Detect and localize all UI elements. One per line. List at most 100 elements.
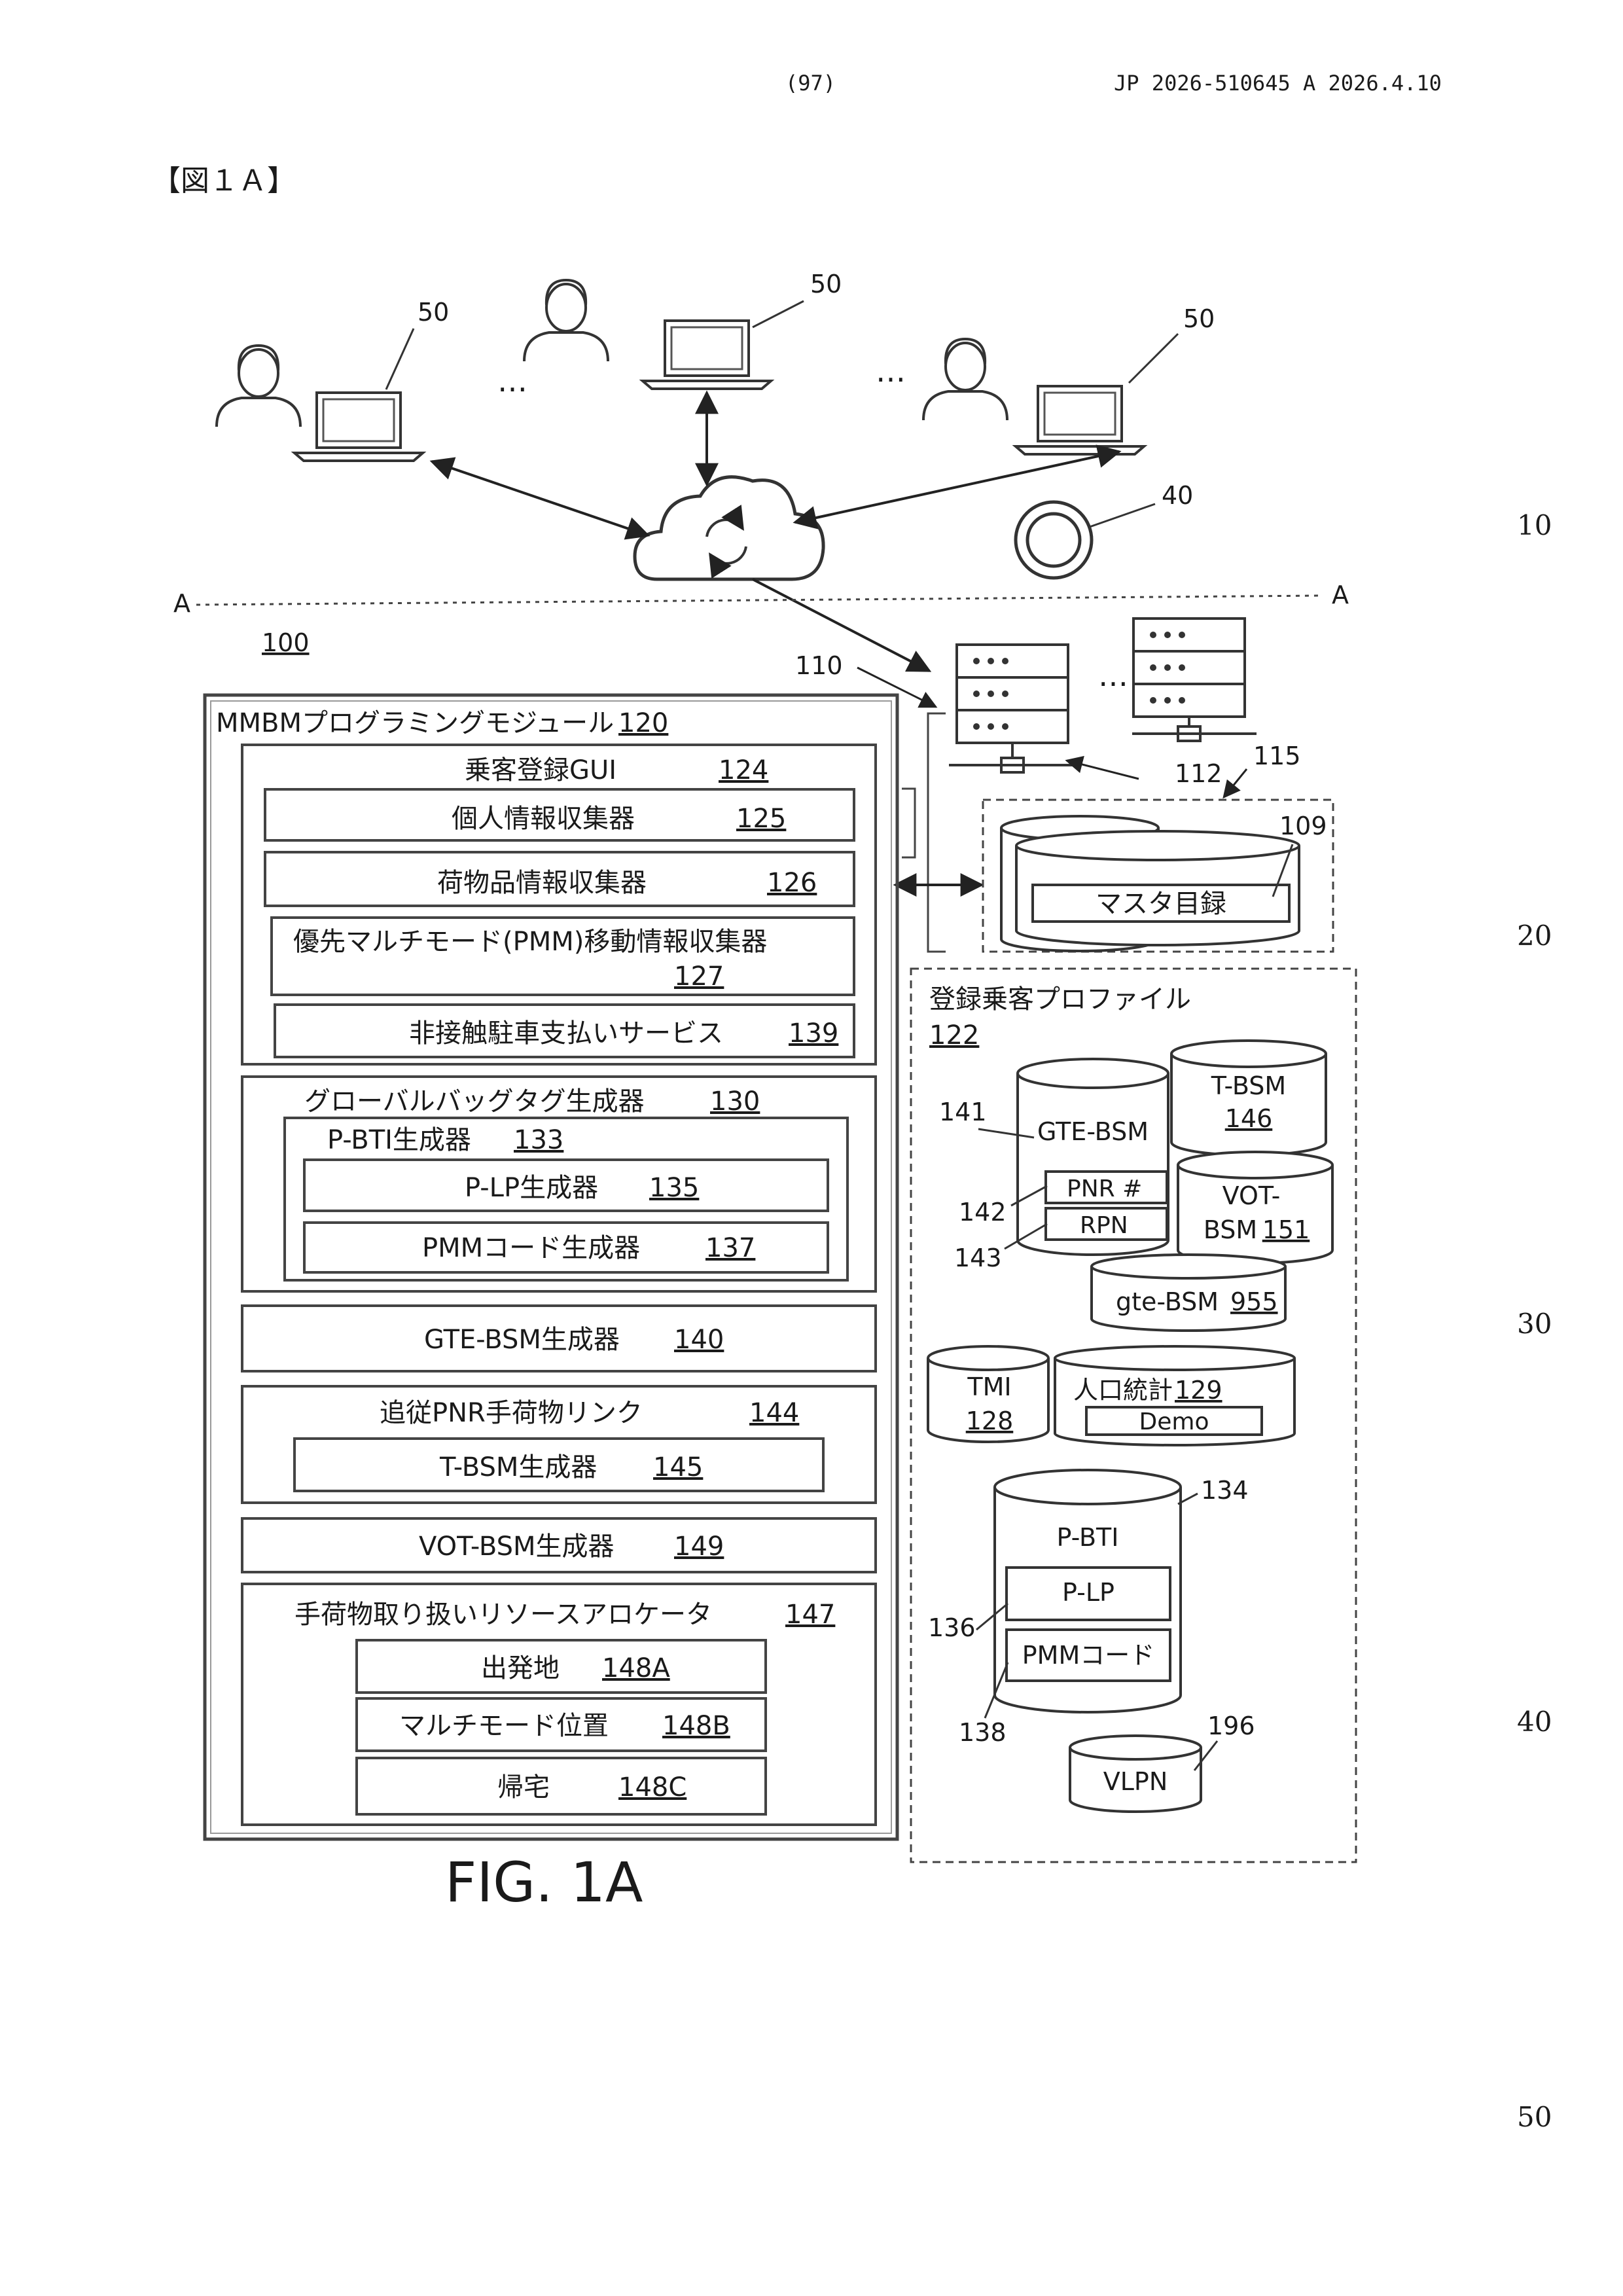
ref-122: 122 xyxy=(929,1020,979,1050)
laptop-icon xyxy=(294,393,423,461)
ref-196: 196 xyxy=(1207,1712,1255,1740)
boundary-label-left: A xyxy=(173,589,190,618)
ellipsis-left: … xyxy=(497,363,527,399)
ellipsis-right: … xyxy=(876,353,906,389)
ref-139: 139 xyxy=(789,1018,838,1049)
t-bsm-label: T-BSM xyxy=(1211,1071,1286,1100)
multimode-location-label: マルチモード位置 xyxy=(399,1711,609,1741)
pmm-info-label: 優先マルチモード(PMM)移動情報収集器 xyxy=(293,927,767,957)
ref-149: 149 xyxy=(674,1532,724,1562)
ref-129: 129 xyxy=(1175,1376,1222,1405)
user-center xyxy=(524,280,771,389)
ref-143: 143 xyxy=(954,1244,1002,1272)
origin-item xyxy=(357,1640,766,1693)
user-right xyxy=(923,339,1144,454)
ref-137: 137 xyxy=(705,1233,755,1263)
ref-148b: 148B xyxy=(662,1711,730,1741)
origin-label: 出発地 xyxy=(481,1653,560,1683)
personal-info-label: 個人情報収集器 xyxy=(452,804,635,834)
ref-148a: 148A xyxy=(602,1653,670,1683)
ref-124: 124 xyxy=(719,755,768,785)
server-icon xyxy=(1133,619,1245,717)
server-icon xyxy=(957,645,1068,743)
ref-115: 115 xyxy=(1253,742,1301,770)
device-ring-icon xyxy=(1016,502,1092,578)
global-bag-tag-label: グローバルバッグタグ生成器 xyxy=(304,1086,645,1117)
pmm-code-label: PMMコード xyxy=(1022,1641,1155,1670)
vot-bsm-label-1: VOT- xyxy=(1222,1181,1281,1210)
ref-50-right: 50 xyxy=(1183,304,1215,333)
ref-112: 112 xyxy=(1175,759,1222,788)
ref-109: 109 xyxy=(1279,812,1327,840)
plp-generator-label: P-LP生成器 xyxy=(465,1173,598,1203)
tmi-label: TMI xyxy=(967,1372,1011,1401)
gte-bsm-generator-label: GTE-BSM生成器 xyxy=(424,1325,620,1355)
ref-125: 125 xyxy=(736,804,786,834)
user-left xyxy=(217,346,423,461)
ref-144: 144 xyxy=(749,1398,799,1428)
ref-135: 135 xyxy=(649,1173,699,1203)
registration-gui-label: 乗客登録GUI xyxy=(465,755,616,785)
tmi-db: TMI 128 xyxy=(928,1346,1048,1442)
vot-bsm-generator-label: VOT-BSM生成器 xyxy=(419,1532,615,1562)
laptop-icon xyxy=(643,321,771,389)
ref-151: 151 xyxy=(1262,1215,1310,1244)
person-icon xyxy=(524,280,608,361)
contactless-parking-label: 非接触駐車支払いサービス xyxy=(409,1018,723,1049)
ref-136: 136 xyxy=(928,1613,976,1642)
gte-bsm-small-db: gte-BSM 955 xyxy=(1092,1255,1285,1331)
ref-110: 110 xyxy=(795,651,843,680)
vlpn-label: VLPN xyxy=(1103,1767,1168,1796)
p-bti-label: P-BTI xyxy=(1057,1523,1119,1552)
p-bti-db: P-BTI P-LP PMMコード xyxy=(995,1470,1181,1712)
person-icon xyxy=(217,346,300,427)
resource-allocator-label: 手荷物取り扱いリソースアロケータ xyxy=(294,1600,712,1630)
return-home-item xyxy=(357,1758,766,1814)
vlpn-db: VLPN xyxy=(1070,1736,1201,1812)
laptop-icon xyxy=(1016,386,1144,454)
demographics-db: 人口統計 129 Demo xyxy=(1055,1346,1294,1445)
vot-bsm-db: VOT- BSM 151 xyxy=(1178,1152,1332,1263)
ref-955: 955 xyxy=(1230,1287,1278,1316)
ref-100: 100 xyxy=(262,628,310,657)
passenger-profile-label: 登録乗客プロファイル xyxy=(929,984,1191,1014)
master-catalog-db: マスタ目録 xyxy=(1001,816,1299,951)
baggage-info-label: 荷物品情報収集器 xyxy=(437,868,647,898)
gte-bsm-label: GTE-BSM xyxy=(1037,1117,1149,1146)
ref-138: 138 xyxy=(959,1718,1007,1747)
ref-50-left: 50 xyxy=(418,298,449,327)
p-lp-label: P-LP xyxy=(1062,1578,1115,1607)
ref-50-center: 50 xyxy=(810,270,842,298)
demographics-label: 人口統計 xyxy=(1073,1376,1173,1405)
master-catalog-label: マスタ目録 xyxy=(1096,889,1226,919)
ref-130: 130 xyxy=(710,1086,760,1117)
gte-bsm-small-label: gte-BSM xyxy=(1116,1287,1219,1316)
pnr-label: PNR # xyxy=(1067,1175,1142,1202)
tbsm-generator-label: T-BSM生成器 xyxy=(439,1452,597,1482)
ref-147: 147 xyxy=(785,1600,835,1630)
ref-126: 126 xyxy=(767,868,817,898)
person-icon xyxy=(923,339,1007,420)
cloud-icon xyxy=(635,477,823,579)
ref-142: 142 xyxy=(959,1198,1007,1227)
ref-141: 141 xyxy=(939,1098,987,1126)
ref-133: 133 xyxy=(514,1125,563,1155)
ref-40: 40 xyxy=(1162,481,1193,510)
t-bsm-db: T-BSM 146 xyxy=(1171,1041,1326,1155)
ref-146: 146 xyxy=(1225,1104,1273,1133)
gte-bsm-db: GTE-BSM PNR # RPN xyxy=(1018,1059,1168,1255)
vot-bsm-label-2: BSM xyxy=(1204,1215,1257,1244)
ref-128: 128 xyxy=(966,1407,1014,1435)
pnr-baggage-link-label: 追従PNR手荷物リンク xyxy=(380,1398,643,1428)
ref-134: 134 xyxy=(1201,1476,1249,1505)
ref-148c: 148C xyxy=(618,1772,687,1803)
pbti-generator-label: P-BTI生成器 xyxy=(327,1125,471,1155)
return-home-label: 帰宅 xyxy=(497,1772,550,1803)
figure-caption: FIG. 1A xyxy=(445,1850,643,1914)
rpn-label: RPN xyxy=(1080,1212,1128,1239)
pmm-code-generator-label: PMMコード生成器 xyxy=(422,1233,640,1263)
demographics-inner-label: Demo xyxy=(1139,1408,1209,1435)
ref-127: 127 xyxy=(674,961,724,992)
ellipsis-servers: … xyxy=(1098,658,1128,693)
ref-120: 120 xyxy=(618,708,668,738)
